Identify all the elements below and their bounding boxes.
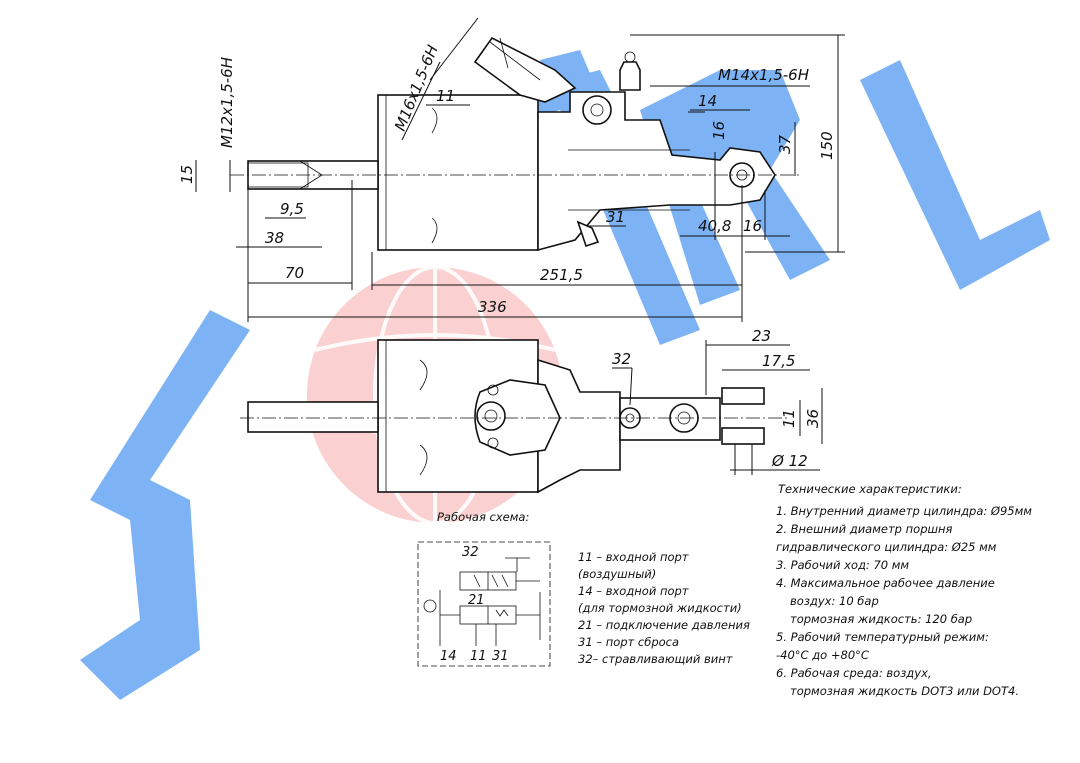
nipple-fitting bbox=[619, 61, 641, 91]
bleed-port-circle bbox=[582, 95, 612, 125]
schem-label-31: 31 bbox=[492, 649, 509, 664]
specs-title: Технические характеристики: bbox=[778, 482, 962, 496]
spec-line: 4. Максимальное рабочее давление bbox=[776, 576, 995, 590]
legend-item: 31 – порт сброса bbox=[578, 635, 680, 649]
spec-line: гидравлического цилиндра: Ø25 мм bbox=[776, 540, 997, 554]
legend-item: 21 – подключение давления bbox=[578, 618, 750, 632]
air-port-fitting bbox=[473, 36, 577, 103]
working-schematic bbox=[417, 541, 551, 667]
dim-15: 15 bbox=[178, 165, 196, 184]
schematic-frame bbox=[417, 541, 551, 667]
push-rod-side bbox=[247, 401, 379, 433]
dim-40-8: 40,8 bbox=[698, 217, 731, 235]
dim-m14: M14x1,5-6H bbox=[718, 66, 809, 84]
schematic-labels: 32 21 14 11 31 bbox=[440, 545, 509, 664]
spec-line: 5. Рабочий температурный режим: bbox=[776, 630, 989, 644]
legend-item: 11 – входной порт bbox=[578, 550, 689, 564]
spec-line: 3. Рабочий ход: 70 мм bbox=[776, 558, 910, 572]
bleed-flange bbox=[474, 379, 561, 456]
spec-line: тормозная жидкость DOT3 или DOT4. bbox=[790, 684, 1019, 698]
legend-item: 32– стравливающий винт bbox=[578, 652, 733, 666]
port-31-label: 31 bbox=[606, 208, 625, 226]
dim-16-top: 16 bbox=[710, 121, 728, 140]
dim-9-5: 9,5 bbox=[280, 200, 304, 218]
spec-line: -40°С до +80°С bbox=[776, 648, 869, 662]
dimension-texts: M12x1,5-6H M16x1,5-6H M14x1,5-6H 15 9,5 … bbox=[178, 42, 836, 470]
port-11-label: 11 bbox=[436, 87, 455, 105]
dim-38: 38 bbox=[265, 229, 284, 247]
legend-item: (для тормозной жидкости) bbox=[578, 601, 742, 615]
dim-37: 37 bbox=[776, 134, 794, 154]
schem-label-21: 21 bbox=[468, 593, 485, 608]
legend-item: (воздушный) bbox=[578, 567, 657, 581]
spec-line: 6. Рабочая среда: воздух, bbox=[776, 666, 932, 680]
spec-line: тормозная жидкость: 120 бар bbox=[790, 612, 973, 626]
dim-150: 150 bbox=[818, 131, 836, 160]
dim-251-5: 251,5 bbox=[540, 266, 583, 284]
dim-23: 23 bbox=[752, 327, 771, 345]
schem-label-14: 14 bbox=[440, 649, 457, 664]
spec-line: 1. Внутренний диаметр цилиндра: Ø95мм bbox=[776, 504, 1032, 518]
dim-m12: M12x1,5-6H bbox=[218, 57, 236, 148]
dim-36: 36 bbox=[804, 409, 822, 428]
spec-line: 2. Внешний диаметр поршня bbox=[776, 522, 953, 536]
port-14-label: 14 bbox=[698, 92, 717, 110]
dim-17-5: 17,5 bbox=[762, 352, 795, 370]
dim-336: 336 bbox=[478, 298, 507, 316]
schematic-title: Рабочая схема: bbox=[437, 510, 530, 524]
top-view bbox=[230, 36, 800, 252]
dim-12: Ø 12 bbox=[771, 452, 808, 470]
schem-label-32: 32 bbox=[462, 545, 479, 560]
spec-line: воздух: 10 бар bbox=[790, 594, 879, 608]
port-32-label: 32 bbox=[612, 350, 631, 368]
dim-11: 11 bbox=[780, 409, 798, 428]
dim-16-bottom: 16 bbox=[743, 217, 762, 235]
dim-70: 70 bbox=[285, 264, 304, 282]
legend-item: 14 – входной порт bbox=[578, 584, 689, 598]
bottom-view bbox=[240, 339, 790, 494]
schem-label-11: 11 bbox=[470, 649, 487, 664]
dimension-lines bbox=[195, 17, 845, 475]
valve-housing-side bbox=[537, 358, 621, 494]
